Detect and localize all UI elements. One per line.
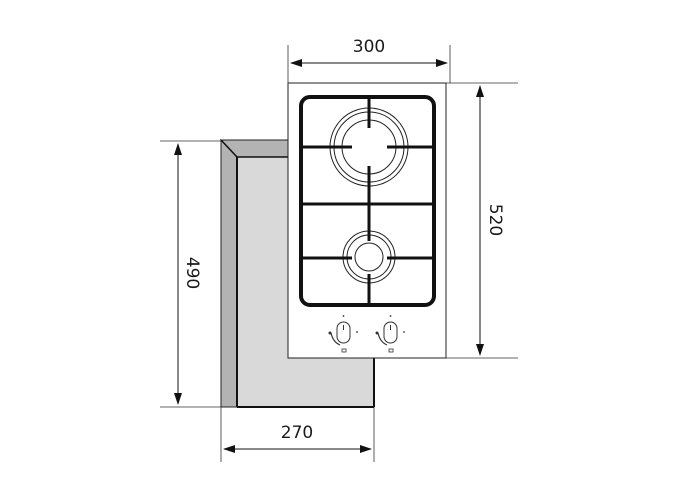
dimension-cutout-width: 270 xyxy=(220,407,375,462)
dimension-cutout-depth: 490 xyxy=(160,140,221,408)
large-burner-icon xyxy=(303,99,432,204)
grate-frame xyxy=(299,95,436,307)
small-burner-icon xyxy=(303,204,432,303)
hob-width-label: 300 xyxy=(353,37,385,57)
cutout-depth-label: 490 xyxy=(182,257,202,289)
dimension-hob-depth: 520 xyxy=(446,82,518,359)
hob-depth-label: 520 xyxy=(485,204,505,236)
hob xyxy=(287,82,447,359)
knob-left-icon xyxy=(328,315,358,353)
knob-right-icon xyxy=(375,315,405,353)
cutout-width-label: 270 xyxy=(281,423,313,443)
dimension-hob-width: 300 xyxy=(287,37,451,83)
